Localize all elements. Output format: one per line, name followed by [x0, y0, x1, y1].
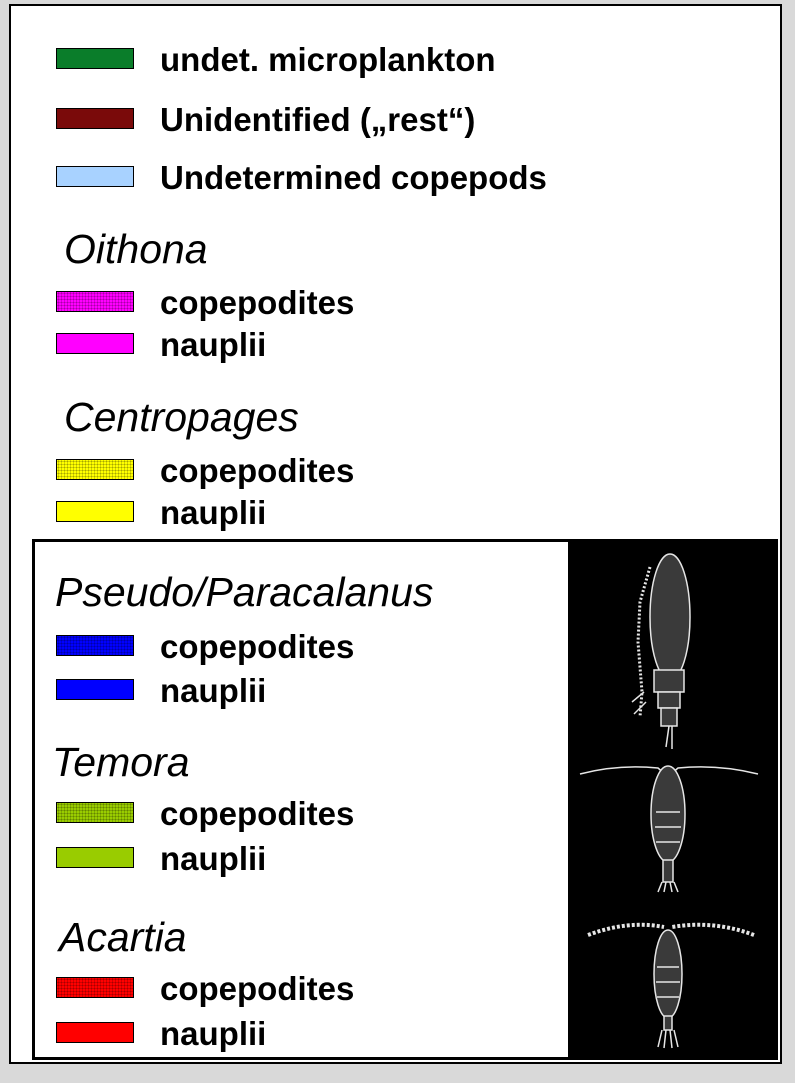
legend-label: nauplii	[160, 674, 266, 707]
legend-swatch	[56, 108, 134, 129]
legend-swatch	[56, 802, 134, 823]
acartia-illustration	[588, 925, 754, 1048]
legend-swatch	[56, 1022, 134, 1043]
legend-label: copepodites	[160, 630, 354, 663]
legend-swatch	[56, 166, 134, 187]
genus-temora: Temora	[52, 742, 190, 783]
legend-swatch	[56, 847, 134, 868]
legend-label: Unidentified („rest“)	[160, 103, 475, 136]
legend-label: nauplii	[160, 842, 266, 875]
legend-entry-temora-copepodites: copepodites	[56, 797, 556, 827]
genus-acartia: Acartia	[59, 917, 187, 958]
legend-swatch	[56, 635, 134, 656]
copepod-images-panel	[568, 542, 778, 1057]
pseudocalanus-illustration	[632, 554, 690, 749]
legend-entry-oithona-nauplii: nauplii	[56, 328, 556, 358]
legend-label: Undetermined copepods	[160, 161, 547, 194]
legend-label: nauplii	[160, 328, 266, 361]
legend-panel: undet. microplankton Unidentified („rest…	[9, 4, 782, 1064]
legend-entry-unidentified: Unidentified („rest“)	[56, 103, 756, 133]
legend-label: copepodites	[160, 972, 354, 1005]
genus-centropages: Centropages	[64, 397, 299, 438]
legend-entry-acartia-copepodites: copepodites	[56, 972, 556, 1002]
inner-legend-box: Pseudo/Paracalanus copepodites nauplii T…	[32, 539, 778, 1060]
legend-entry-microplankton: undet. microplankton	[56, 43, 756, 73]
legend-swatch	[56, 333, 134, 354]
legend-entry-centropages-nauplii: nauplii	[56, 496, 556, 526]
copepod-illustrations	[568, 542, 778, 1057]
genus-pseudo-paracalanus: Pseudo/Paracalanus	[55, 572, 433, 613]
legend-swatch	[56, 291, 134, 312]
legend-label: nauplii	[160, 1017, 266, 1050]
legend-label: copepodites	[160, 454, 354, 487]
legend-entry-temora-nauplii: nauplii	[56, 842, 556, 872]
legend-label: copepodites	[160, 797, 354, 830]
legend-entry-oithona-copepodites: copepodites	[56, 286, 556, 316]
legend-label: nauplii	[160, 496, 266, 529]
temora-illustration	[580, 766, 758, 892]
legend-swatch	[56, 501, 134, 522]
legend-swatch	[56, 459, 134, 480]
legend-entry-acartia-nauplii: nauplii	[56, 1017, 556, 1047]
legend-label: copepodites	[160, 286, 354, 319]
legend-entry-undetermined-copepods: Undetermined copepods	[56, 161, 756, 191]
legend-swatch	[56, 48, 134, 69]
legend-swatch	[56, 977, 134, 998]
legend-entry-pseudo-copepodites: copepodites	[56, 630, 556, 660]
legend-entry-pseudo-nauplii: nauplii	[56, 674, 556, 704]
legend-entry-centropages-copepodites: copepodites	[56, 454, 556, 484]
genus-oithona: Oithona	[64, 229, 208, 270]
legend-swatch	[56, 679, 134, 700]
legend-label: undet. microplankton	[160, 43, 496, 76]
